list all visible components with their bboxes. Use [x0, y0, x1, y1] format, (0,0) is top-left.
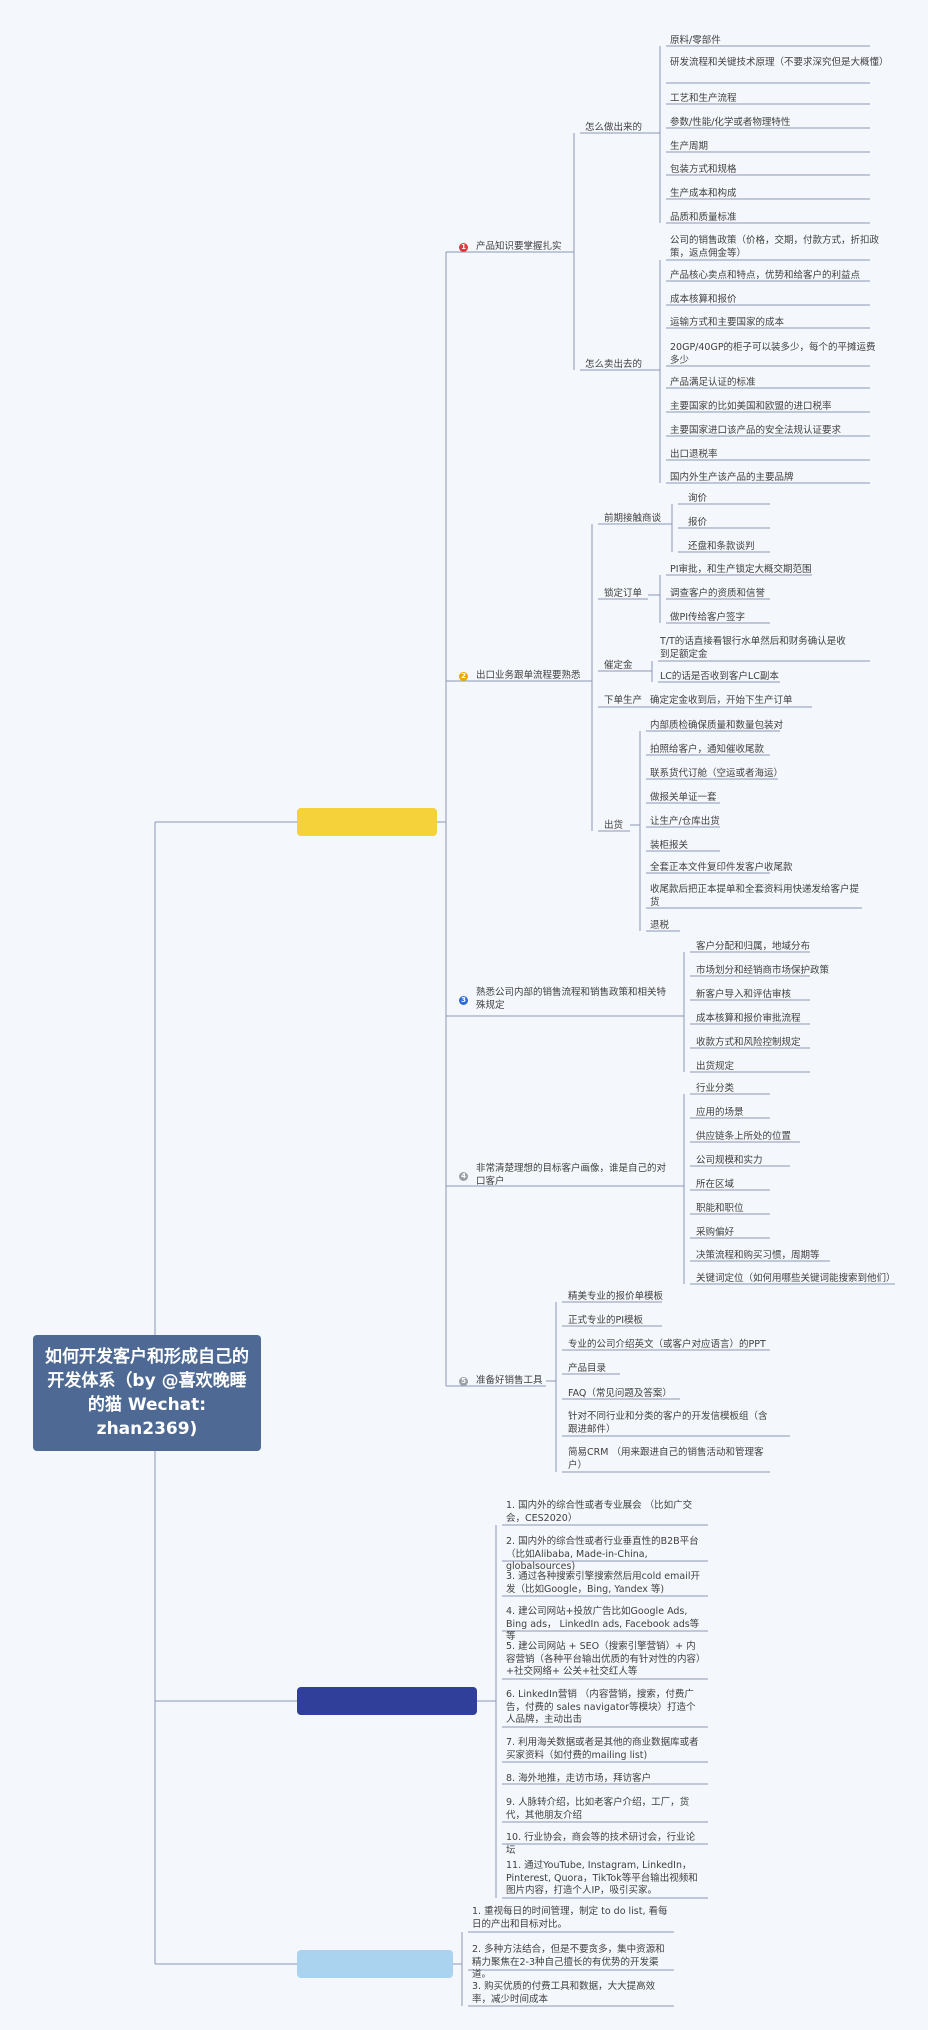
channel-item[interactable]: 1. 国内外的综合性或者专业展会 （比如广交会，CES2020） [506, 1500, 693, 1524]
product-sell-item[interactable]: 成本核算和报价 [670, 294, 737, 305]
product-sell-item[interactable]: 国内外生产该产品的主要品牌 [670, 472, 794, 483]
product-sell-item[interactable]: 公司的销售政策（价格，交期，付款方式，折扣政策，返点佣金等） [670, 235, 880, 259]
priority-marker-icon: 4 [459, 1172, 468, 1181]
internal-policy-item[interactable]: 成本核算和报价审批流程 [696, 1013, 801, 1024]
shipping-item[interactable]: 装柜报关 [650, 840, 689, 851]
sub-how-made[interactable]: 怎么做出来的 [585, 122, 643, 133]
product-sell-item[interactable]: 产品满足认证的标准 [670, 377, 756, 388]
sales-tool-item[interactable]: 产品目录 [568, 1363, 607, 1374]
channel-item[interactable]: 6. LinkedIn营销 （内容营销，搜索，付费广告，付费的 sales na… [506, 1689, 696, 1725]
priority-marker-icon: 5 [459, 1377, 468, 1386]
channel-item[interactable]: 9. 人脉转介绍，比如老客户介绍，工厂，货代，其他朋友介绍 [506, 1797, 690, 1821]
internal-policy-item[interactable]: 收款方式和风险控制规定 [696, 1037, 801, 1048]
shipping-item[interactable]: 退税 [650, 920, 670, 931]
shipping-item[interactable]: 收尾款后把正本提单和全套资料用快递发给客户提货 [650, 884, 860, 908]
deposit-item[interactable]: T/T的话直接看银行水单然后和财务确认是收到足额定金 [660, 636, 846, 660]
product-make-item[interactable]: 原料/零部件 [670, 35, 721, 46]
branch-11-channels[interactable] [297, 1687, 477, 1715]
priority-marker-icon: 2 [459, 672, 468, 681]
sub-lock-order[interactable]: 锁定订单 [604, 588, 643, 599]
product-sell-item[interactable]: 主要国家的比如美国和欧盟的进口税率 [670, 401, 832, 412]
channel-item[interactable]: 11. 通过YouTube, Instagram, LinkedIn，Pinte… [506, 1860, 698, 1896]
channel-item[interactable]: 4. 建公司网站+投放广告比如Google Ads, Bing ads， Lin… [506, 1606, 700, 1642]
sub-production[interactable]: 下单生产 [604, 695, 643, 706]
product-sell-item[interactable]: 产品核心卖点和特点，优势和给客户的利益点 [670, 270, 861, 281]
priority-marker-icon: 1 [459, 243, 468, 252]
internal-policy-item[interactable]: 出货规定 [696, 1061, 735, 1072]
sub-deposit[interactable]: 催定金 [604, 660, 633, 671]
branch-efficiency[interactable] [297, 1950, 453, 1978]
topic-internal-policy[interactable]: 熟悉公司内部的销售流程和销售政策和相关特殊规定 [476, 987, 667, 1011]
sub-shipping[interactable]: 出货 [604, 820, 624, 831]
sub-how-sold[interactable]: 怎么卖出去的 [585, 359, 643, 370]
topic-export-process[interactable]: 出口业务跟单流程要熟悉 [476, 670, 581, 681]
target-persona-item[interactable]: 决策流程和购买习惯，周期等 [696, 1250, 820, 1261]
deposit-item[interactable]: LC的话是否收到客户LC副本 [660, 671, 779, 682]
lock-order-item[interactable]: 做PI传给客户签字 [670, 612, 746, 623]
lock-order-item[interactable]: PI审批，和生产锁定大概交期范围 [670, 564, 812, 575]
channel-item[interactable]: 2. 国内外的综合性或者行业垂直性的B2B平台（比如Alibaba, Made-… [506, 1536, 699, 1572]
efficiency-item[interactable]: 1. 重视每日的时间管理，制定 to do list, 看每日的产出和目标对比。 [472, 1906, 668, 1930]
channel-item[interactable]: 3. 通过各种搜索引擎搜索然后用cold email开发（比如Google，Bi… [506, 1571, 701, 1595]
sales-tool-item[interactable]: 正式专业的PI模板 [568, 1315, 644, 1326]
shipping-item[interactable]: 内部质检确保质量和数量包装对 [650, 720, 784, 731]
product-make-item[interactable]: 包装方式和规格 [670, 164, 737, 175]
channel-item[interactable]: 7. 利用海关数据或者是其他的商业数据库或者买家资料（如付费的mailing l… [506, 1737, 699, 1761]
product-sell-item[interactable]: 20GP/40GP的柜子可以装多少，每个的平摊运费多少 [670, 342, 876, 366]
topic-sales-tools[interactable]: 准备好销售工具 [476, 1375, 543, 1386]
pre-contact-item[interactable]: 还盘和条款谈判 [688, 541, 755, 552]
efficiency-item[interactable]: 3. 购买优质的付费工具和数据，大大提高效率，减少时间成本 [472, 1981, 656, 2005]
product-make-item[interactable]: 生产成本和构成 [670, 188, 737, 199]
internal-policy-item[interactable]: 客户分配和归属，地域分布 [696, 941, 811, 952]
target-persona-item[interactable]: 所在区域 [696, 1179, 735, 1190]
sales-tool-item[interactable]: 专业的公司介绍英文（或客户对应语言）的PPT [568, 1339, 766, 1350]
pre-contact-item[interactable]: 报价 [688, 517, 708, 528]
channel-item[interactable]: 5. 建公司网站 + SEO（搜索引擎营销）+ 内容营销（各种平台输出优质的有针… [506, 1641, 701, 1677]
target-persona-item[interactable]: 应用的场景 [696, 1107, 744, 1118]
shipping-item[interactable]: 全套正本文件复印件发客户收尾款 [650, 862, 793, 873]
sales-tool-item[interactable]: FAQ（常见问题及答案） [568, 1388, 672, 1399]
target-persona-item[interactable]: 公司规模和实力 [696, 1155, 763, 1166]
target-persona-item[interactable]: 关键词定位（如何用哪些关键词能搜索到他们） [696, 1273, 896, 1284]
product-sell-item[interactable]: 主要国家进口该产品的安全法规认证要求 [670, 425, 842, 436]
product-sell-item[interactable]: 运输方式和主要国家的成本 [670, 317, 785, 328]
branch-prep-work[interactable] [297, 808, 437, 836]
shipping-item[interactable]: 拍照给客户，通知催收尾款 [650, 744, 765, 755]
target-persona-item[interactable]: 职能和职位 [696, 1203, 744, 1214]
product-make-item[interactable]: 参数/性能/化学或者物理特性 [670, 117, 791, 128]
lock-order-item[interactable]: 调查客户的资质和信誉 [670, 588, 766, 599]
root-topic[interactable]: 如何开发客户和形成自己的开发体系（by @喜欢晚睡的猫 Wechat: zhan… [33, 1335, 261, 1451]
shipping-item[interactable]: 让生产/仓库出货 [650, 816, 720, 827]
product-sell-item[interactable]: 出口退税率 [670, 449, 718, 460]
target-persona-item[interactable]: 采购偏好 [696, 1227, 735, 1238]
product-make-item[interactable]: 品质和质量标准 [670, 212, 737, 223]
pre-contact-item[interactable]: 询价 [688, 493, 708, 504]
efficiency-item[interactable]: 2. 多种方法结合，但是不要贪多，集中资源和精力聚焦在2-3种自己擅长的有优势的… [472, 1944, 665, 1980]
production-item[interactable]: 确定定金收到后，开始下生产订单 [650, 695, 793, 706]
channel-item[interactable]: 8. 海外地推，走访市场，拜访客户 [506, 1773, 652, 1784]
product-make-item[interactable]: 研发流程和关键技术原理（不要求深究但是大概懂） [670, 57, 889, 68]
topic-target-persona[interactable]: 非常清楚理想的目标客户画像，谁是自己的对口客户 [476, 1163, 667, 1187]
sub-early-talks[interactable]: 前期接触商谈 [604, 513, 662, 524]
sales-tool-item[interactable]: 针对不同行业和分类的客户的开发信模板组（含跟进邮件） [568, 1411, 768, 1435]
shipping-item[interactable]: 做报关单证一套 [650, 792, 717, 803]
target-persona-item[interactable]: 行业分类 [696, 1083, 735, 1094]
priority-marker-icon: 3 [459, 996, 468, 1005]
internal-policy-item[interactable]: 市场划分和经销商市场保护政策 [696, 965, 830, 976]
channel-item[interactable]: 10. 行业协会，商会等的技术研讨会，行业论坛 [506, 1832, 696, 1856]
sales-tool-item[interactable]: 精美专业的报价单模板 [568, 1291, 664, 1302]
product-make-item[interactable]: 生产周期 [670, 141, 709, 152]
shipping-item[interactable]: 联系货代订舱（空运或者海运） [650, 768, 784, 779]
sales-tool-item[interactable]: 简易CRM （用来跟进自己的销售活动和管理客户） [568, 1447, 764, 1471]
topic-product-knowledge[interactable]: 产品知识要掌握扎实 [476, 241, 562, 252]
target-persona-item[interactable]: 供应链条上所处的位置 [696, 1131, 792, 1142]
product-make-item[interactable]: 工艺和生产流程 [670, 93, 737, 104]
internal-policy-item[interactable]: 新客户导入和评估审核 [696, 989, 792, 1000]
